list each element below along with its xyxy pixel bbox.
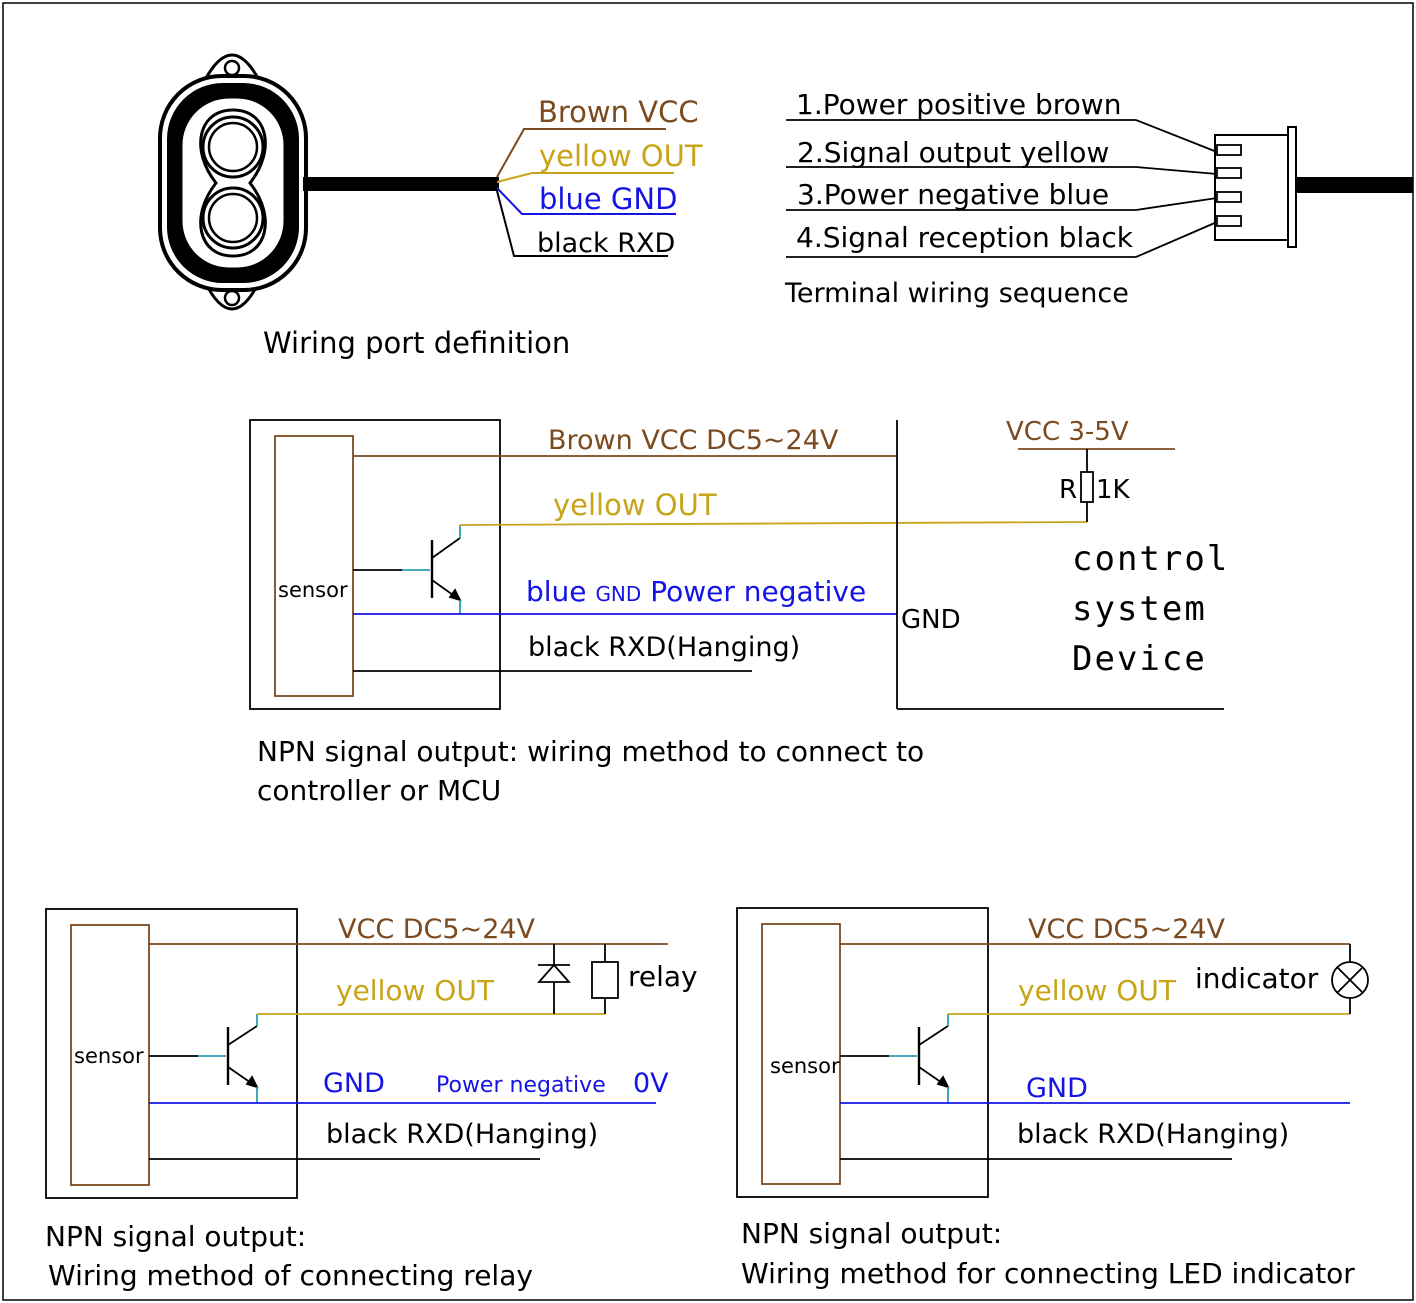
- port-wire-blue: [496, 187, 676, 215]
- port-label-brown: Brown VCC: [538, 95, 699, 129]
- port-wire-brown: [496, 128, 666, 178]
- led-sensor-enclosure: [736, 907, 989, 1198]
- relay-power-negative: Power negative: [436, 1073, 606, 1098]
- port-wire-fanout: [496, 128, 676, 257]
- relay-sensor-label: sensor: [74, 1044, 144, 1068]
- mcu-out-label: yellow OUT: [553, 488, 717, 522]
- mcu-sensor-block: [274, 435, 354, 697]
- mcu-sensor-label: sensor: [278, 578, 348, 602]
- mcu-vcc-label: Brown VCC DC5~24V: [548, 425, 839, 456]
- relay-caption-line-1: NPN signal output:: [45, 1220, 306, 1253]
- mcu-caption-line-2: controller or MCU: [257, 774, 501, 807]
- mcu-gnd-label-a: blue: [526, 575, 595, 608]
- led-caption-line-1: NPN signal output:: [741, 1217, 1002, 1250]
- relay-caption-line-2: Wiring method of connecting relay: [48, 1259, 533, 1292]
- led-out-label: yellow OUT: [1018, 974, 1177, 1007]
- terminal-caption: Terminal wiring sequence: [784, 278, 1129, 309]
- led-circuit: [736, 907, 1369, 1198]
- port-label-yellow: yellow OUT: [539, 139, 703, 173]
- mcu-caption-line-1: NPN signal output: wiring method to conn…: [257, 735, 924, 768]
- relay-out-label: yellow OUT: [336, 974, 495, 1007]
- relay-vcc-label: VCC DC5~24V: [338, 914, 536, 945]
- mcu-device-line-1: control: [1072, 539, 1229, 579]
- sensor-cable: [303, 177, 499, 191]
- mcu-gnd-label-c: Power negative: [641, 575, 866, 608]
- relay-circuit: [45, 908, 668, 1199]
- led-rxd-label: black RXD(Hanging): [1017, 1119, 1289, 1150]
- mcu-device-line-2: system: [1072, 589, 1207, 629]
- led-indicator-label: indicator: [1195, 962, 1319, 995]
- port-label-blue: blue GND: [539, 182, 677, 216]
- mcu-resistor-r: R: [1059, 475, 1077, 505]
- mcu-circuit: [249, 419, 1224, 710]
- mcu-device-line-3: Device: [1072, 639, 1207, 679]
- led-caption-line-2: Wiring method for connecting LED indicat…: [741, 1257, 1355, 1290]
- relay-sensor-block: [70, 924, 150, 1186]
- terminal-pin-1: 1.Power positive brown: [796, 88, 1121, 121]
- port-caption: Wiring port definition: [263, 326, 570, 360]
- terminal-pin-2: 2.Signal output yellow: [797, 136, 1109, 169]
- terminal-pin-3: 3.Power negative blue: [797, 178, 1109, 211]
- mcu-pullup-vcc-label: VCC 3-5V: [1006, 417, 1129, 447]
- terminal-cable: [1296, 177, 1413, 193]
- terminal-pin-4: 4.Signal reception black: [796, 221, 1134, 254]
- port-label-black: black RXD: [537, 228, 675, 259]
- relay-rxd-label: black RXD(Hanging): [326, 1119, 598, 1150]
- led-vcc-label: VCC DC5~24V: [1028, 914, 1226, 945]
- mcu-rxd-label: black RXD(Hanging): [528, 632, 800, 663]
- sensor-body-illustration: [158, 53, 499, 311]
- port-wire-yellow: [496, 172, 674, 183]
- port-wire-black: [496, 190, 668, 257]
- relay-coil-label: relay: [628, 960, 698, 993]
- relay-gnd-label: GND: [323, 1068, 385, 1099]
- led-gnd-label: GND: [1026, 1073, 1088, 1104]
- mcu-gnd-terminal: GND: [901, 605, 961, 635]
- relay-zero-v: 0V: [633, 1068, 669, 1099]
- mcu-gnd-label-b: GND: [595, 582, 641, 606]
- led-sensor-label: sensor: [770, 1054, 840, 1078]
- mcu-sensor-enclosure: [249, 419, 501, 710]
- mcu-resistor-value: 1K: [1096, 475, 1131, 505]
- mcu-gnd-label: blue GND Power negative: [526, 575, 866, 608]
- led-sensor-block: [761, 923, 841, 1185]
- relay-sensor-enclosure: [45, 908, 298, 1199]
